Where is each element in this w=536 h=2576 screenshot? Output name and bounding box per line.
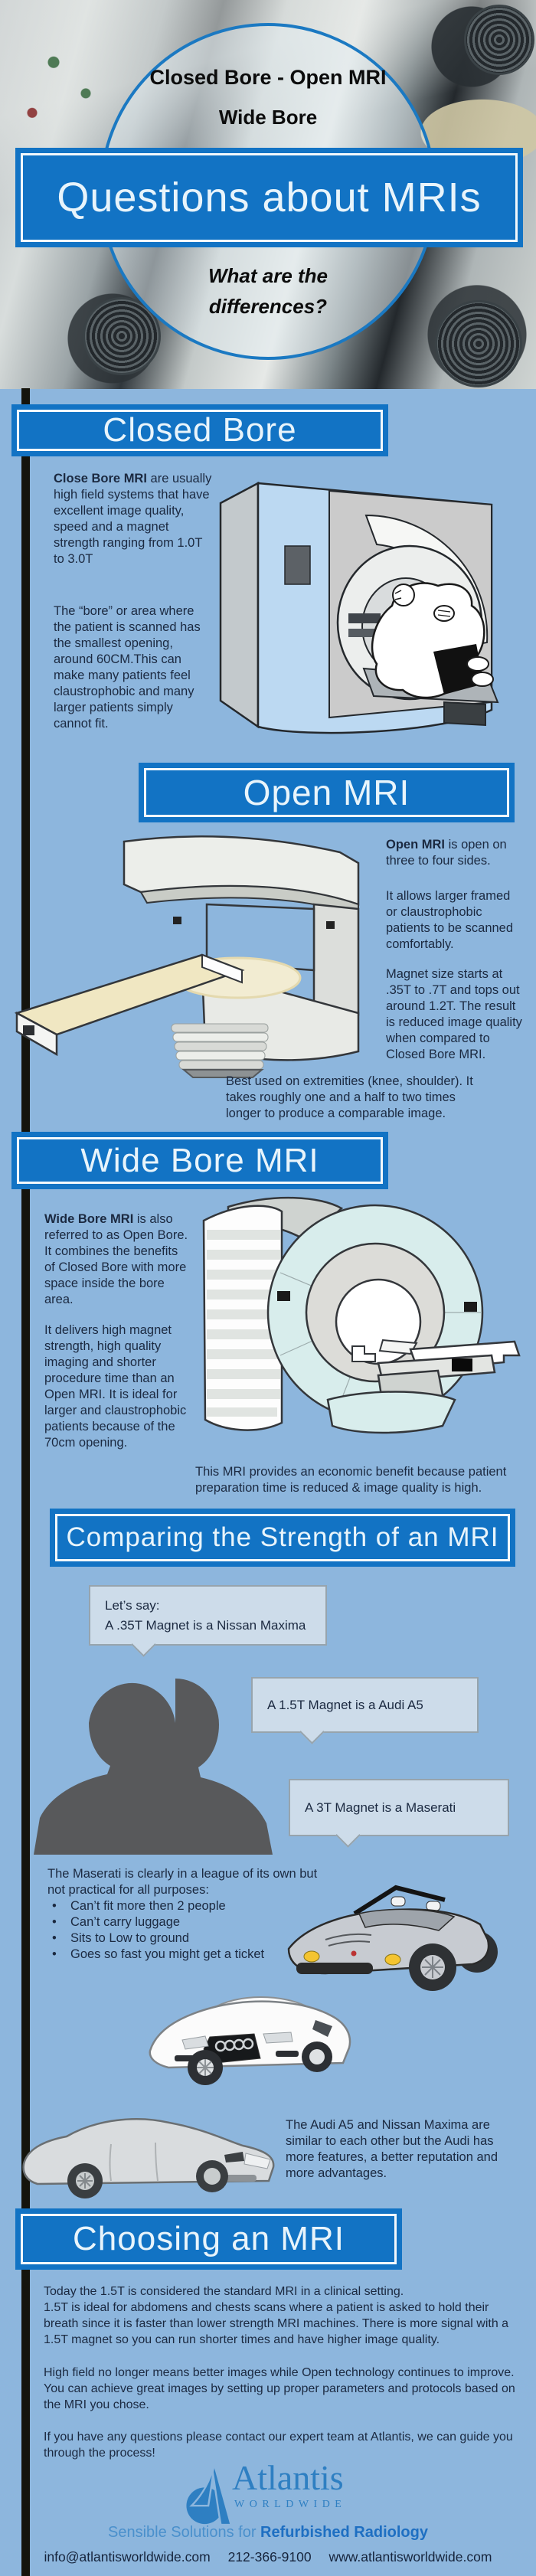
open-mri-banner: Open MRI — [139, 763, 515, 822]
choosing-banner: Choosing an MRI — [15, 2208, 402, 2270]
wide-bore-paragraph-1: Wide Bore MRI is also referred to as Ope… — [44, 1212, 188, 1306]
closed-bore-paragraph-2: The “bore” or area where the patient is … — [54, 604, 201, 731]
wide-bore-heading: Wide Bore MRI — [80, 1141, 319, 1179]
page-subtitle: What are the differences? — [208, 264, 328, 318]
nissan-maxima-illustration — [22, 2118, 275, 2198]
fan-grill-icon — [435, 300, 522, 387]
header-topic-line1: Closed Bore - Open MRI — [149, 66, 387, 89]
maserati-bullet-3: Sits to Low to ground — [47, 1930, 323, 1947]
maserati-bullet-1: Can’t fit more then 2 people — [47, 1898, 323, 1914]
choosing-paragraph-2: High field no longer means better images… — [44, 2366, 515, 2411]
open-mri-heading: Open MRI — [243, 773, 410, 812]
wide-bore-banner: Wide Bore MRI — [11, 1132, 388, 1189]
wide-bore-paragraph-2: It delivers high magnet strength, high q… — [44, 1323, 187, 1450]
closed-bore-banner: Closed Bore — [11, 404, 388, 456]
open-mri-paragraph-2: It allows larger framed or claustrophobi… — [386, 889, 514, 951]
choosing-paragraph-3: If you have any questions please contact… — [44, 2431, 513, 2460]
choosing-heading: Choosing an MRI — [73, 2220, 345, 2257]
open-mri-caption: Best used on extremities (knee, shoulder… — [226, 1074, 473, 1120]
comparing-heading: Comparing the Strength of an MRI — [66, 1522, 499, 1552]
speech-bubble-maserati: A 3T Magnet is a Maserati — [289, 1779, 509, 1848]
closed-bore-paragraph-1: Close Bore MRI are usually high field sy… — [54, 472, 212, 566]
contact-phone: 212-366-9100 — [227, 2549, 312, 2565]
contact-email[interactable]: info@atlantisworldwide.com — [44, 2549, 211, 2565]
maserati-car-illustration — [287, 1885, 498, 1991]
comparing-banner: Comparing the Strength of an MRI — [50, 1509, 515, 1567]
fan-grill-icon — [464, 5, 534, 75]
open-mri-paragraph-3: Magnet size starts at .35T to .7T and to… — [386, 967, 522, 1061]
maserati-bullet-2: Can’t carry luggage — [47, 1914, 323, 1930]
atlantis-logo-wordmark: Atlantis — [232, 2458, 344, 2497]
header-topic-line2: Wide Bore — [218, 106, 318, 129]
open-mri-illustration — [14, 835, 360, 1078]
footer-tagline: Sensible Solutions for Refurbished Radio… — [108, 2524, 428, 2541]
closed-bore-mri-illustration — [219, 481, 499, 734]
speech-bubble-audi: A 1.5T Magnet is a Audi A5 — [251, 1677, 479, 1744]
contact-website[interactable]: www.atlantisworldwide.com — [328, 2549, 492, 2565]
maserati-note: The Maserati is clearly in a league of i… — [47, 1866, 323, 1963]
open-mri-paragraph-1: Open MRI is open on three to four sides. — [386, 838, 507, 868]
atlantis-logo-icon — [186, 2463, 233, 2525]
footer-contact: info@atlantisworldwide.com 212-366-9100 … — [0, 2549, 536, 2565]
audi-nissan-note: The Audi A5 and Nissan Maxima are simila… — [286, 2118, 498, 2180]
person-silhouette — [34, 1679, 273, 1855]
atlantis-logo-worldwide: WORLDWIDE — [234, 2499, 347, 2510]
page-title: Questions about MRIs — [57, 175, 482, 221]
title-banner-border — [21, 153, 518, 242]
wide-bore-mri-illustration — [202, 1196, 521, 1434]
wide-bore-caption: This MRI provides an economic benefit be… — [195, 1465, 507, 1495]
left-divider-bar — [21, 388, 30, 2576]
speech-bubble-nissan: Let’s say: A .35T Magnet is a Nissan Max… — [89, 1585, 327, 1657]
audi-a5-illustration — [149, 1996, 351, 2085]
maserati-bullet-4: Goes so fast you might get a ticket — [47, 1947, 323, 1963]
closed-bore-heading: Closed Bore — [103, 411, 297, 449]
choosing-paragraph-1: Today the 1.5T is considered the standar… — [44, 2285, 509, 2346]
title-banner: Questions about MRIs — [15, 148, 523, 247]
